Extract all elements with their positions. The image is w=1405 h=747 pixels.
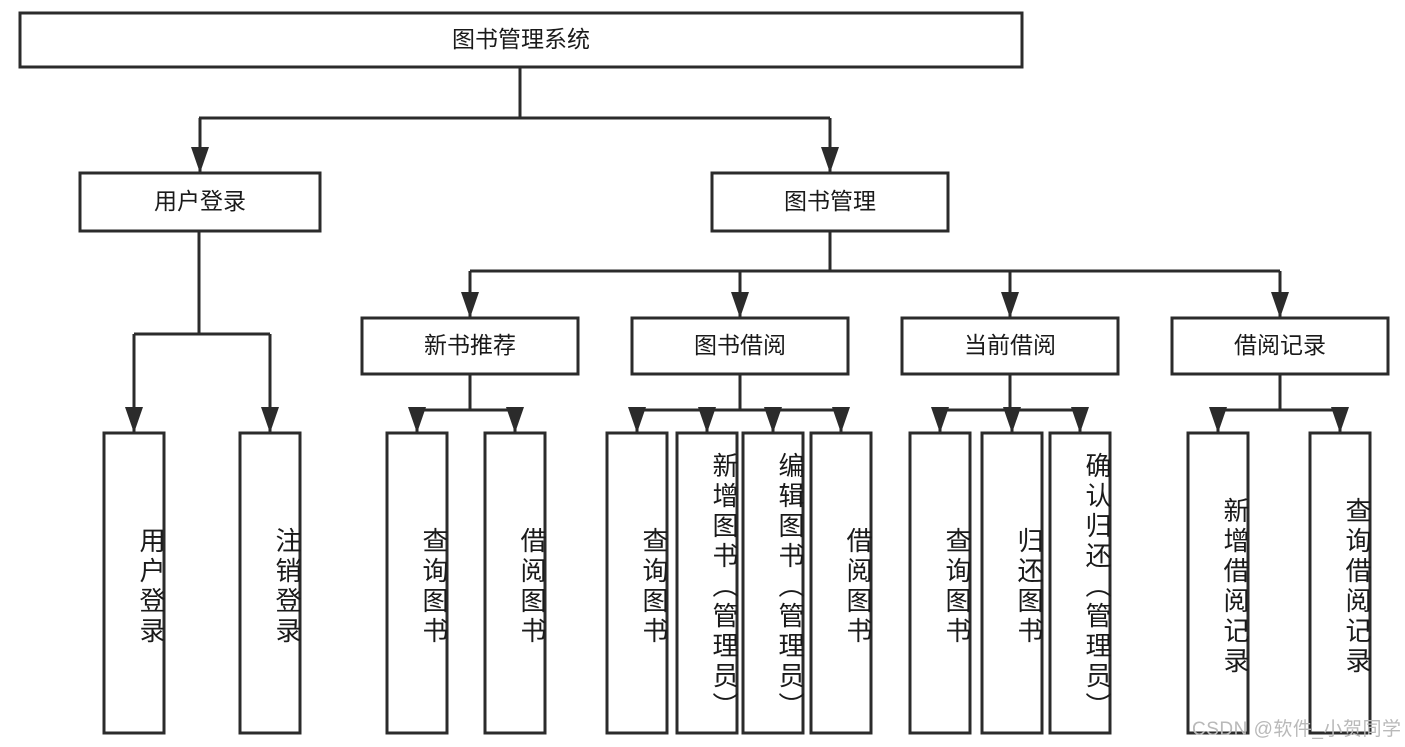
arrowhead-icon-leaf-return-book (1003, 407, 1021, 433)
arrowhead-icon-leaf-edit-book (764, 407, 782, 433)
node-box-leaf-user-login[interactable] (102, 431, 166, 735)
arrowhead-icon-current-borrow (1001, 292, 1019, 318)
node-box-book-manage[interactable] (710, 171, 950, 233)
node-label-book-borrow: 图书借阅 (694, 332, 786, 358)
csdn-watermark: CSDN @软件_小贺同学 (1192, 719, 1402, 740)
arrowhead-icon-leaf-user-login (125, 407, 143, 433)
arrowhead-icon-leaf-borrow-book-2 (832, 407, 850, 433)
node-label-current-borrow: 当前借阅 (964, 332, 1056, 358)
node-box-leaf-add-record[interactable] (1186, 431, 1250, 735)
arrowhead-icon-leaf-add-book (698, 407, 716, 433)
node-box-leaf-query-book-2[interactable] (605, 431, 669, 735)
node-box-leaf-query-record[interactable] (1308, 431, 1372, 735)
node-box-leaf-borrow-book-2[interactable] (809, 431, 873, 735)
node-box-book-borrow[interactable] (630, 316, 850, 376)
node-box-user-login[interactable] (78, 171, 322, 233)
node-box-leaf-query-book-1[interactable] (385, 431, 449, 735)
arrowhead-icon-leaf-query-book-2 (628, 407, 646, 433)
node-box-current-borrow[interactable] (900, 316, 1120, 376)
node-label-user-login: 用户登录 (154, 188, 246, 214)
node-box-leaf-return-book[interactable] (980, 431, 1044, 735)
arrowhead-icon-leaf-borrow-book-1 (506, 407, 524, 433)
arrowhead-icon-book-borrow (731, 292, 749, 318)
arrowhead-icon-book-manage (821, 147, 839, 173)
arrowhead-icon-borrow-record (1271, 292, 1289, 318)
arrowhead-icon-leaf-query-book-1 (408, 407, 426, 433)
node-box-borrow-record[interactable] (1170, 316, 1390, 376)
node-label-new-book-rec: 新书推荐 (424, 332, 516, 358)
arrowhead-icon-leaf-query-record (1331, 407, 1349, 433)
node-box-leaf-logout[interactable] (238, 431, 302, 735)
node-label-borrow-record: 借阅记录 (1234, 332, 1326, 358)
arrowhead-icon-user-login (191, 147, 209, 173)
node-label-root: 图书管理系统 (452, 26, 590, 52)
connectors-layer (125, 67, 1349, 433)
arrowhead-icon-leaf-confirm-return (1071, 407, 1089, 433)
node-box-new-book-rec[interactable] (360, 316, 580, 376)
node-box-leaf-query-book-3[interactable] (908, 431, 972, 735)
node-box-leaf-confirm-return[interactable] (1048, 431, 1112, 735)
arrowhead-icon-leaf-add-record (1209, 407, 1227, 433)
node-box-root[interactable] (18, 11, 1024, 69)
arrowhead-icon-leaf-logout (261, 407, 279, 433)
node-box-leaf-borrow-book-1[interactable] (483, 431, 547, 735)
node-box-leaf-add-book[interactable] (675, 431, 739, 735)
arrowhead-icon-leaf-query-book-3 (931, 407, 949, 433)
node-box-leaf-edit-book[interactable] (741, 431, 805, 735)
arrowhead-icon-new-book-rec (461, 292, 479, 318)
node-label-book-manage: 图书管理 (784, 188, 876, 214)
